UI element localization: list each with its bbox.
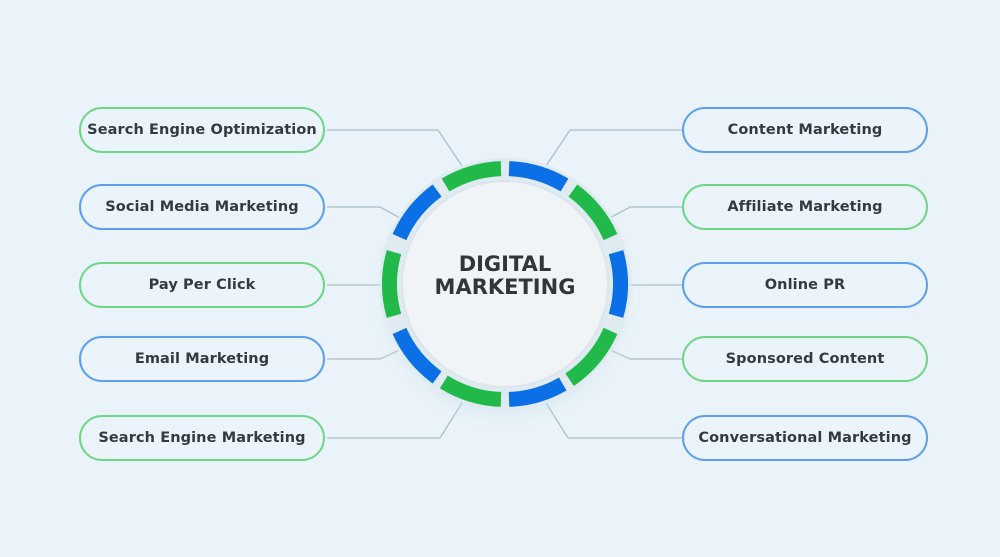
- ring-segment-green: [568, 184, 618, 241]
- item-online-pr[interactable]: Online PR: [682, 262, 928, 308]
- connector-line: [327, 129, 463, 167]
- center-title: DIGITAL MARKETING: [434, 252, 576, 299]
- ring-segment-green: [565, 327, 618, 386]
- item-conversational-marketing[interactable]: Conversational Marketing: [682, 415, 928, 461]
- ring-segment-green: [439, 375, 502, 407]
- ring-segment-blue: [508, 377, 567, 407]
- ring-segment-blue: [392, 184, 442, 241]
- item-social-media-marketing[interactable]: Social Media Marketing: [79, 184, 325, 230]
- ring-segment-green: [381, 250, 402, 318]
- center-circle: [401, 180, 609, 388]
- connector-line: [545, 129, 682, 167]
- item-email-marketing[interactable]: Email Marketing: [79, 336, 325, 382]
- item-search-engine-optimization[interactable]: Search Engine Optimization: [79, 107, 325, 153]
- item-search-engine-marketing[interactable]: Search Engine Marketing: [79, 415, 325, 461]
- ring-segment-blue: [392, 327, 442, 384]
- ring-segment-blue: [608, 250, 628, 318]
- segment-ring: [381, 161, 628, 407]
- item-pay-per-click[interactable]: Pay Per Click: [79, 262, 325, 308]
- item-affiliate-marketing[interactable]: Affiliate Marketing: [682, 184, 928, 230]
- ring-segment-green: [441, 161, 502, 192]
- ring-segment-blue: [508, 161, 569, 192]
- item-content-marketing[interactable]: Content Marketing: [682, 107, 928, 153]
- item-sponsored-content[interactable]: Sponsored Content: [682, 336, 928, 382]
